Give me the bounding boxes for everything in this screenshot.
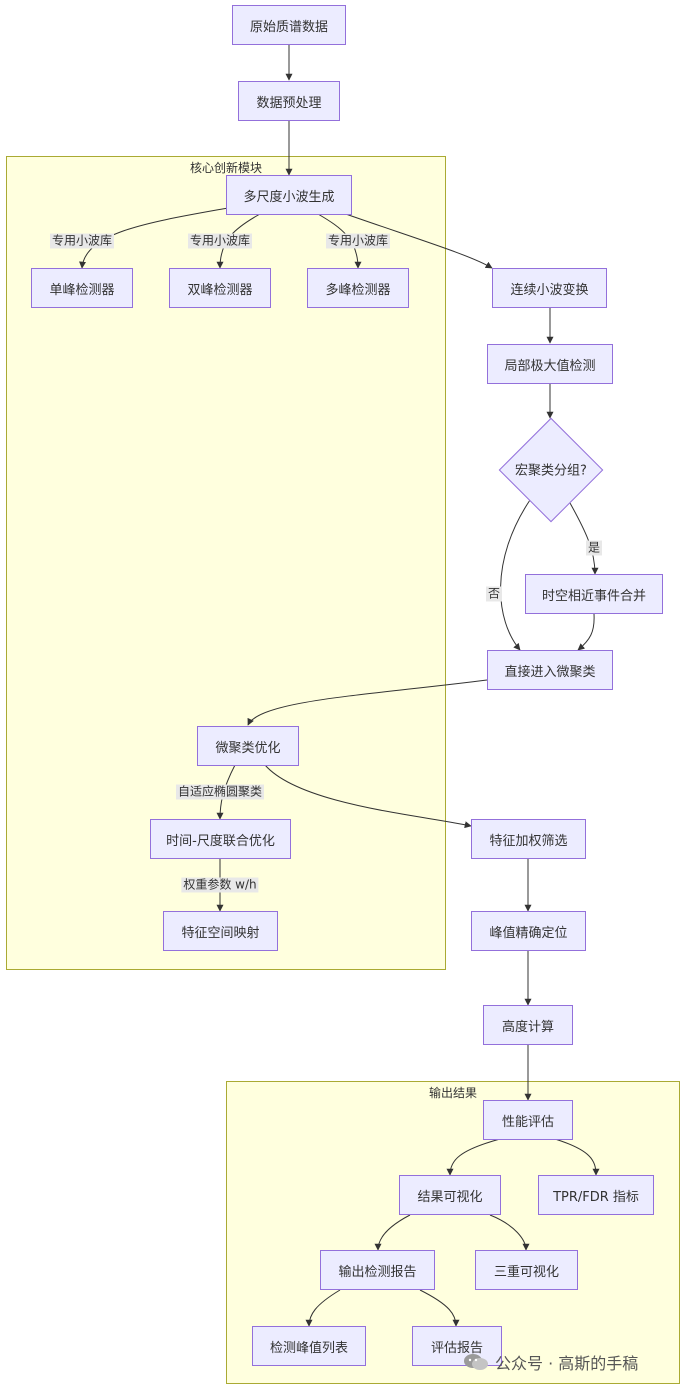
node-triple-visualization: 三重可视化 — [475, 1250, 578, 1290]
edge-label-yes: 是 — [585, 540, 603, 556]
edge-multiscale-cwt — [339, 211, 493, 269]
edge-report-peaklist — [305, 1289, 341, 1327]
output-title: 输出结果 — [428, 1086, 477, 1100]
edge-label-weight-params: 权重参数 w/h — [181, 877, 259, 893]
wechat-icon — [464, 1354, 488, 1370]
edge-macro-direct — [500, 499, 531, 651]
edge-direct-microopt — [247, 679, 488, 726]
edge-perf-viz — [446, 1138, 501, 1176]
edge-label-wavelet-lib-3: 专用小波库 — [325, 233, 391, 249]
node-peak-list: 检测峰值列表 — [252, 1326, 366, 1366]
node-result-visualization: 结果可视化 — [399, 1175, 501, 1215]
edge-label-adaptive-ellipse: 自适应椭圆聚类 — [175, 784, 265, 800]
node-micro-cluster-optimize: 微聚类优化 — [197, 726, 299, 766]
watermark-text: 公众号 · 高斯的手稿 — [495, 1354, 639, 1373]
node-multi-peak-detector: 多峰检测器 — [307, 268, 409, 308]
edge-report-evalreport — [419, 1289, 460, 1327]
node-eval-report: 评估报告 — [412, 1326, 502, 1366]
node-time-scale-joint-opt: 时间-尺度联合优化 — [150, 819, 291, 859]
node-output-report: 输出检测报告 — [320, 1250, 435, 1290]
node-performance-eval: 性能评估 — [483, 1100, 573, 1140]
node-raw-ms-data: 原始质谱数据 — [232, 5, 346, 45]
node-preprocess: 数据预处理 — [238, 81, 340, 121]
node-event-merge: 时空相近事件合并 — [525, 574, 663, 614]
node-tpr-fdr-metrics: TPR/FDR 指标 — [538, 1175, 654, 1215]
edge-label-wavelet-lib-2: 专用小波库 — [187, 233, 253, 249]
edge-multiscale-single — [79, 207, 229, 269]
edge-perf-tpr — [554, 1138, 600, 1176]
node-multiscale-wavelet: 多尺度小波生成 — [226, 175, 352, 215]
edge-merge-direct — [577, 613, 595, 651]
edge-viz-triple — [489, 1214, 530, 1251]
core-module-title: 核心创新模块 — [189, 161, 262, 175]
node-feature-weighted-filter: 特征加权筛选 — [471, 819, 586, 859]
node-height-calculation: 高度计算 — [483, 1005, 573, 1045]
edge-label-wavelet-lib-1: 专用小波库 — [49, 233, 115, 249]
node-double-peak-detector: 双峰检测器 — [169, 268, 271, 308]
node-cwt: 连续小波变换 — [492, 268, 607, 308]
edge-macro-merge — [569, 502, 599, 575]
macro-decision-label: 宏聚类分组? — [515, 463, 587, 479]
edge-microopt-weighted — [264, 764, 472, 829]
node-peak-localization: 峰值精确定位 — [471, 911, 586, 951]
node-enter-micro-cluster: 直接进入微聚类 — [487, 650, 613, 690]
node-local-max-detection: 局部极大值检测 — [487, 344, 613, 384]
node-single-peak-detector: 单峰检测器 — [31, 268, 133, 308]
node-feature-space-mapping: 特征空间映射 — [163, 911, 278, 951]
edge-viz-report — [374, 1214, 411, 1251]
edge-label-no: 否 — [485, 586, 503, 602]
wechat-watermark: 公众号 · 高斯的手稿 — [463, 1350, 638, 1374]
